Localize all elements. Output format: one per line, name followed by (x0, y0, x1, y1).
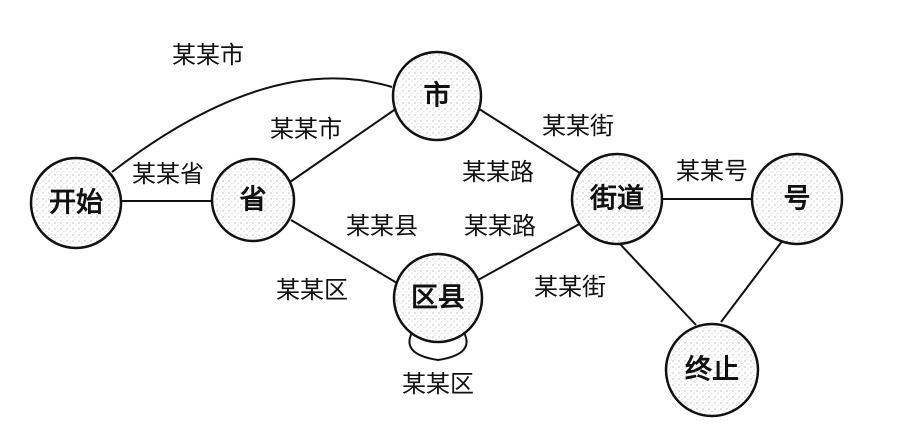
edge-province-district (290, 219, 398, 284)
node-number: 号 (750, 152, 844, 246)
edge-city-street (475, 106, 584, 176)
node-district-label: 区县 (411, 283, 465, 314)
label-city-street-street: 某某街 (542, 112, 614, 140)
label-district-street-road: 某某路 (464, 212, 536, 240)
node-end: 终止 (664, 322, 760, 418)
node-street: 街道 (570, 152, 664, 246)
node-city: 市 (391, 50, 483, 142)
label-start-city: 某某市 (172, 41, 244, 69)
label-province-city: 某某市 (270, 115, 342, 143)
node-province-label: 省 (240, 185, 267, 216)
label-street-number: 某某号 (676, 157, 748, 185)
node-end-label: 终止 (685, 354, 739, 386)
label-province-district-district: 某某区 (276, 276, 348, 304)
node-street-label: 街道 (589, 183, 644, 215)
label-city-street-road: 某某路 (462, 158, 534, 186)
edge-number-end (720, 239, 784, 323)
node-province: 省 (210, 157, 296, 243)
node-start-label: 开始 (49, 187, 103, 219)
node-city-label: 市 (424, 80, 451, 112)
label-start-province: 某某省 (132, 160, 204, 188)
edge-province-city (289, 105, 401, 183)
node-number-label: 号 (784, 184, 811, 215)
edge-district-street (477, 221, 584, 281)
label-province-district-county: 某某县 (346, 212, 418, 240)
node-start: 开始 (29, 156, 123, 250)
edge-street-end (619, 243, 697, 326)
edge-start-city (111, 77, 393, 173)
edge-district-self-loop (408, 328, 468, 362)
label-district-self-loop: 某某区 (402, 370, 474, 398)
label-district-street-street: 某某街 (534, 273, 606, 301)
node-district: 区县 (392, 252, 484, 344)
